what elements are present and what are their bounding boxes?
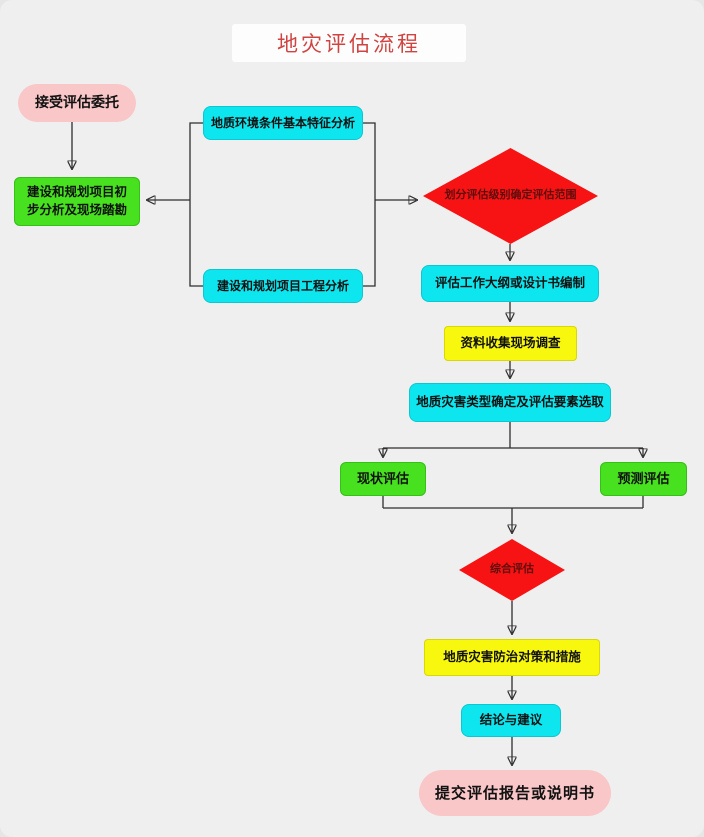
connector-right-bracket — [363, 122, 376, 287]
node-data-collection: 资料收集现场调查 — [444, 326, 577, 361]
node-geological-environment-analysis: 地质环境条件基本特征分析 — [203, 106, 363, 140]
node-work-outline: 评估工作大纲或设计书编制 — [421, 265, 599, 302]
node-project-engineering-analysis: 建设和规划项目工程分析 — [203, 269, 363, 303]
node-current-assessment: 现状评估 — [340, 462, 426, 496]
node-grade-scope-decision: 划分评估级别确定评估范围 — [423, 148, 598, 244]
node-disaster-type-elements: 地质灾害类型确定及评估要素选取 — [409, 383, 611, 422]
connector-split-bar — [383, 422, 643, 449]
node-comprehensive-assessment: 综合评估 — [459, 539, 565, 601]
connector-left-bracket — [189, 122, 203, 287]
chart-title: 地灾评估流程 — [277, 32, 421, 56]
connector-merge-bar — [382, 496, 644, 509]
node-predictive-assessment: 预测评估 — [600, 462, 687, 496]
node-submit-report: 提交评估报告或说明书 — [419, 770, 611, 816]
node-conclusion-suggestion: 结论与建议 — [461, 704, 561, 737]
node-prevention-countermeasures: 地质灾害防治对策和措施 — [424, 639, 600, 676]
node-preliminary-analysis: 建设和规划项目初步分析及现场踏勘 — [14, 177, 140, 226]
node-start: 接受评估委托 — [18, 84, 136, 122]
chart-title-box: 地灾评估流程 — [232, 24, 466, 62]
